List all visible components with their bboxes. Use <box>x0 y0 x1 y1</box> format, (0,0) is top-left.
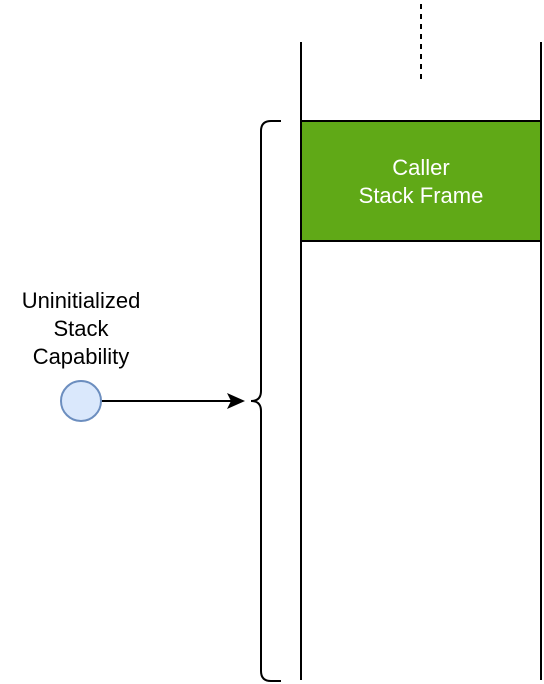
caller-stack-frame-label-line2: Stack Frame <box>359 183 484 208</box>
capability-label-line2: Stack <box>53 316 109 341</box>
capability-label-line3: Capability <box>33 344 130 369</box>
stack-region-brace <box>250 120 281 682</box>
caller-stack-frame-box <box>300 120 542 242</box>
capability-node <box>60 380 102 422</box>
capability-label-line1: Uninitialized <box>22 288 141 313</box>
capability-arrow-head <box>227 393 245 409</box>
caller-stack-frame: Caller Stack Frame <box>300 120 542 242</box>
caller-stack-frame-label-line1: Caller <box>392 155 449 180</box>
